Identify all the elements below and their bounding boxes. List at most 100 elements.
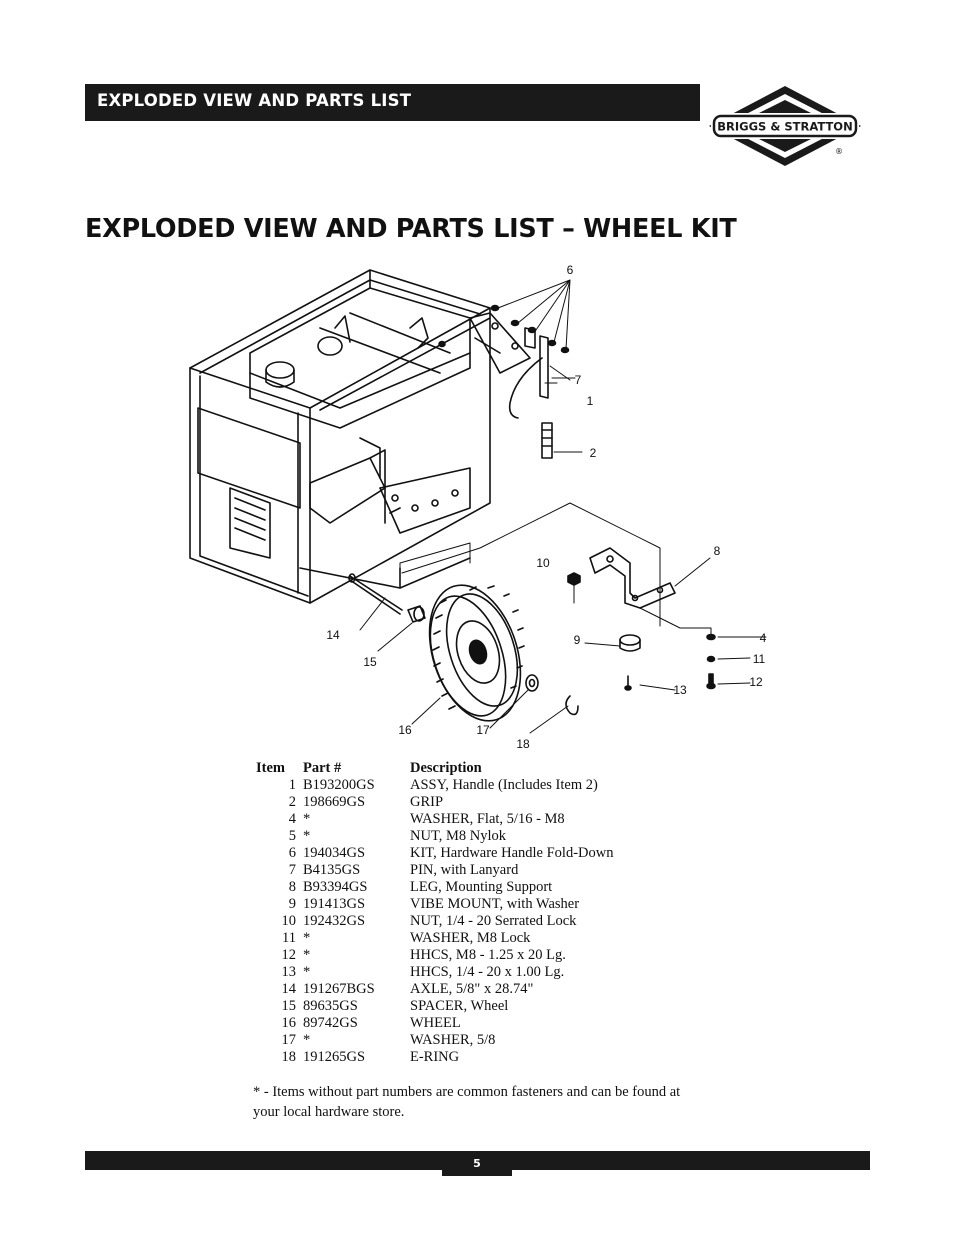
callout-14: 14 (326, 628, 340, 642)
handle-assembly-drawing (469, 312, 553, 459)
part-number-cell: * (303, 964, 311, 980)
description-cell: E-RING (410, 1049, 460, 1065)
callout-leaders (359, 365, 767, 734)
part-number-cell: * (303, 947, 311, 963)
fasteners-4-11-12-drawing (706, 633, 716, 690)
item-cell: 8 (288, 879, 296, 895)
item-cell: 15 (281, 998, 297, 1014)
description-cell: HHCS, M8 - 1.25 x 20 Lg. (410, 947, 566, 963)
callout-6-leaders (497, 279, 571, 350)
part-number-column-header: Part # (303, 760, 342, 776)
part-number-cell: 192432GS (303, 913, 366, 929)
description-cell: GRIP (410, 794, 444, 810)
item-cell: 5 (288, 828, 296, 844)
callout-18: 18 (516, 737, 530, 751)
callout-17: 17 (476, 723, 490, 737)
item-cell: 4 (288, 811, 296, 827)
section-title: EXPLODED VIEW AND PARTS LIST (97, 91, 412, 110)
table-row: 15 89635GS SPACER, Wheel (256, 998, 690, 1015)
description-cell: NUT, M8 Nylok (410, 828, 506, 844)
footer-bar-right (512, 1151, 870, 1170)
description-cell: VIBE MOUNT, with Washer (410, 896, 580, 912)
callout-2: 2 (590, 446, 597, 460)
logo-text: BRIGGS & STRATTON (717, 120, 852, 134)
part-number-cell: 194034GS (303, 845, 366, 861)
callout-6: 6 (567, 263, 574, 277)
hardware-kit-fasteners (438, 304, 570, 354)
item-cell: 9 (288, 896, 296, 912)
table-row: 12 * HHCS, M8 - 1.25 x 20 Lg. (256, 947, 690, 964)
item-column-header: Item (256, 760, 285, 776)
callout-11: 11 (753, 652, 766, 666)
callout-8: 8 (714, 544, 721, 558)
briggs-stratton-logo: BRIGGS & STRATTON ® (709, 86, 861, 166)
item-cell: 6 (288, 845, 296, 861)
description-cell: WHEEL (410, 1015, 461, 1031)
axle-drawing (348, 573, 403, 615)
callout-7: 7 (575, 373, 582, 387)
table-row: 8 B93394GS LEG, Mounting Support (256, 879, 690, 896)
item-cell: 14 (281, 981, 297, 997)
description-cell: WASHER, M8 Lock (410, 930, 531, 946)
mounting-leg-drawing (589, 547, 676, 609)
item-cell: 7 (288, 862, 296, 878)
footnote: * - Items without part numbers are commo… (253, 1084, 681, 1120)
item-cell: 16 (281, 1015, 297, 1031)
description-column-header: Description (410, 760, 482, 776)
description-cell: WASHER, 5/8 (410, 1032, 496, 1048)
description-cell: SPACER, Wheel (410, 998, 509, 1014)
callout-12: 12 (749, 675, 763, 689)
description-cell: PIN, with Lanyard (410, 862, 519, 878)
item-cell: 2 (288, 794, 296, 810)
axle-washer-drawing (525, 674, 539, 692)
part-number-cell: * (303, 1032, 311, 1048)
description-cell: WASHER, Flat, 5/16 - M8 (410, 811, 565, 827)
part-number-cell: * (303, 930, 311, 946)
description-cell: LEG, Mounting Support (410, 879, 553, 895)
table-row: 9 191413GS VIBE MOUNT, with Washer (256, 896, 690, 913)
wheel-kit-exploded-diagram: 6 7 1 2 8 10 9 4 11 12 13 14 15 16 17 18 (189, 263, 767, 751)
footer-bar-left (85, 1151, 442, 1170)
part-number-cell: B193200GS (303, 777, 375, 793)
table-row: 13*HHCS, 1/4 - 20 x 1.00 Lg. (256, 964, 690, 981)
vibe-mount-drawing (619, 634, 641, 652)
callout-4: 4 (760, 631, 767, 645)
part-number-cell: 89635GS (303, 998, 358, 1014)
part-number-cell: B93394GS (303, 879, 368, 895)
part-number-cell: 191413GS (303, 896, 366, 912)
item-cell: 12 (281, 947, 297, 963)
callout-9: 9 (574, 633, 581, 647)
table-header-row: Item Part # Description (256, 760, 690, 777)
item-cell: 10 (281, 913, 297, 929)
part-number-cell: 191265GS (303, 1049, 366, 1065)
callout-15: 15 (363, 655, 377, 669)
table-row: 14 191267BGS AXLE, 5/8" x 28.74" (256, 981, 690, 998)
table-row: 18 191265GS E-RING (256, 1049, 690, 1066)
table-row: 16 89742GS WHEEL (256, 1015, 690, 1032)
item-cell: 17 (281, 1032, 297, 1048)
description-cell: NUT, 1/4 - 20 Serrated Lock (410, 913, 577, 929)
part-number-cell: 191267BGS (303, 981, 375, 997)
item-cell: 18 (281, 1049, 297, 1065)
description-cell: KIT, Hardware Handle Fold-Down (410, 845, 614, 861)
item-cell: 1 (288, 777, 296, 793)
bolt-13-drawing (624, 675, 632, 691)
part-number-cell: 198669GS (303, 794, 366, 810)
table-row: 17 * WASHER, 5/8 (256, 1032, 690, 1049)
registered-mark: ® (835, 147, 843, 156)
e-ring-drawing (565, 695, 579, 716)
callout-16: 16 (398, 723, 412, 737)
table-row: 7 B4135GS PIN, with Lanyard (256, 862, 690, 879)
part-number-cell: * (303, 811, 311, 827)
part-number-cell: 89742GS (303, 1015, 358, 1031)
table-row: 11*WASHER, M8 Lock (256, 930, 690, 947)
page-number: 5 (442, 1151, 512, 1176)
part-number-cell: B4135GS (303, 862, 361, 878)
callout-10: 10 (536, 556, 550, 570)
section-header-bar: EXPLODED VIEW AND PARTS LIST (85, 84, 700, 121)
description-cell: AXLE, 5/8" x 28.74" (410, 981, 534, 997)
description-cell: HHCS, 1/4 - 20 x 1.00 Lg. (410, 964, 565, 980)
callout-13: 13 (673, 683, 687, 697)
